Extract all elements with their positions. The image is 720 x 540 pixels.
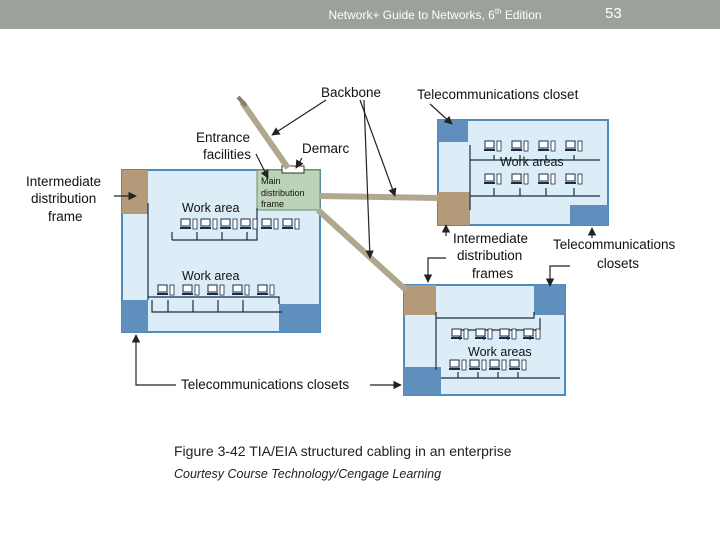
slide-header: Network+ Guide to Networks, 6th Edition …	[0, 0, 720, 29]
workstation	[256, 284, 275, 296]
main-floor-cabling	[147, 203, 282, 313]
workstation	[156, 284, 175, 296]
arrow-backbone-upper	[359, 99, 397, 197]
arrow-entrance	[255, 153, 269, 179]
closet-main-bottom-right	[279, 304, 320, 332]
label-work-areas-upper: Work areas	[500, 155, 564, 169]
workstation	[537, 173, 556, 185]
closet-main-bottom-left	[122, 300, 148, 332]
workstation	[474, 328, 493, 340]
page-number: 53	[605, 5, 622, 22]
label-tc-bottom: Telecommunications closets	[181, 377, 349, 392]
arrow-backbone-lower	[363, 99, 374, 259]
entrance-cable-end	[236, 95, 248, 108]
label-idf-2: distribution	[31, 191, 96, 206]
workstation	[537, 140, 556, 152]
arrow-idfs-lower	[423, 257, 446, 283]
workstation	[450, 328, 469, 340]
demarc-box	[281, 165, 305, 174]
closet-upper-top-left	[438, 120, 468, 142]
idf-lower	[404, 285, 436, 315]
label-tcs-2: closets	[597, 256, 639, 271]
label-entrance-2: facilities	[203, 147, 251, 162]
label-mdf-2: distribution	[261, 188, 305, 198]
workstation	[206, 284, 225, 296]
upper-floor-cabling	[469, 145, 600, 210]
closet-upper-bottom-right	[570, 205, 608, 225]
workstation	[510, 173, 529, 185]
label-idf-1: Intermediate	[26, 174, 101, 189]
workstation	[508, 359, 527, 371]
workstation	[522, 328, 541, 340]
label-mdf-1: Main	[261, 176, 281, 186]
workstation	[231, 284, 250, 296]
figure-credit: Courtesy Course Technology/Cengage Learn…	[174, 467, 442, 481]
closet-lower-top-right	[534, 285, 565, 315]
workstation	[483, 173, 502, 185]
label-entrance-1: Entrance	[196, 130, 250, 145]
label-backbone: Backbone	[321, 85, 381, 100]
workstation	[179, 218, 198, 230]
arrow-tcs-lower	[545, 265, 570, 287]
label-tcs-1: Telecommunications	[553, 237, 676, 252]
workstation	[564, 173, 583, 185]
label-work-area-2: Work area	[182, 269, 239, 283]
workstation	[281, 218, 300, 230]
figure-caption: Figure 3-42 TIA/EIA structured cabling i…	[174, 443, 512, 459]
workstation	[181, 284, 200, 296]
workstation	[564, 140, 583, 152]
workstation	[498, 328, 517, 340]
workstation	[468, 359, 487, 371]
arrow-backbone-mdf	[271, 99, 327, 136]
backbone-cable-upper	[319, 193, 439, 201]
workstation	[448, 359, 467, 371]
label-telecom-closet: Telecommunications closet	[417, 87, 579, 102]
closet-lower-bottom-left	[404, 367, 441, 395]
arrow-tc-bottom-left	[131, 334, 176, 386]
workstation	[483, 140, 502, 152]
header-title: Network+ Guide to Networks, 6th Edition	[328, 7, 542, 22]
workstation	[260, 218, 279, 230]
arrow-telecom-closet	[429, 103, 453, 125]
label-idf-3: frame	[48, 209, 83, 224]
label-work-areas-lower: Work areas	[468, 345, 532, 359]
workstation	[488, 359, 507, 371]
backbone-cable-lower	[315, 207, 409, 293]
idf-left	[122, 170, 148, 214]
label-idfs-3: frames	[472, 266, 514, 281]
label-demarc: Demarc	[302, 141, 350, 156]
arrow-demarc	[295, 157, 304, 169]
workstation	[239, 218, 258, 230]
entrance-cable	[239, 100, 291, 170]
label-mdf-3: frame	[261, 199, 284, 209]
workstation	[510, 140, 529, 152]
label-work-area-1: Work area	[182, 201, 239, 215]
workstation	[199, 218, 218, 230]
label-idfs-2: distribution	[457, 248, 522, 263]
workstation	[219, 218, 238, 230]
label-idfs-1: Intermediate	[453, 231, 528, 246]
idf-upper	[438, 192, 470, 225]
